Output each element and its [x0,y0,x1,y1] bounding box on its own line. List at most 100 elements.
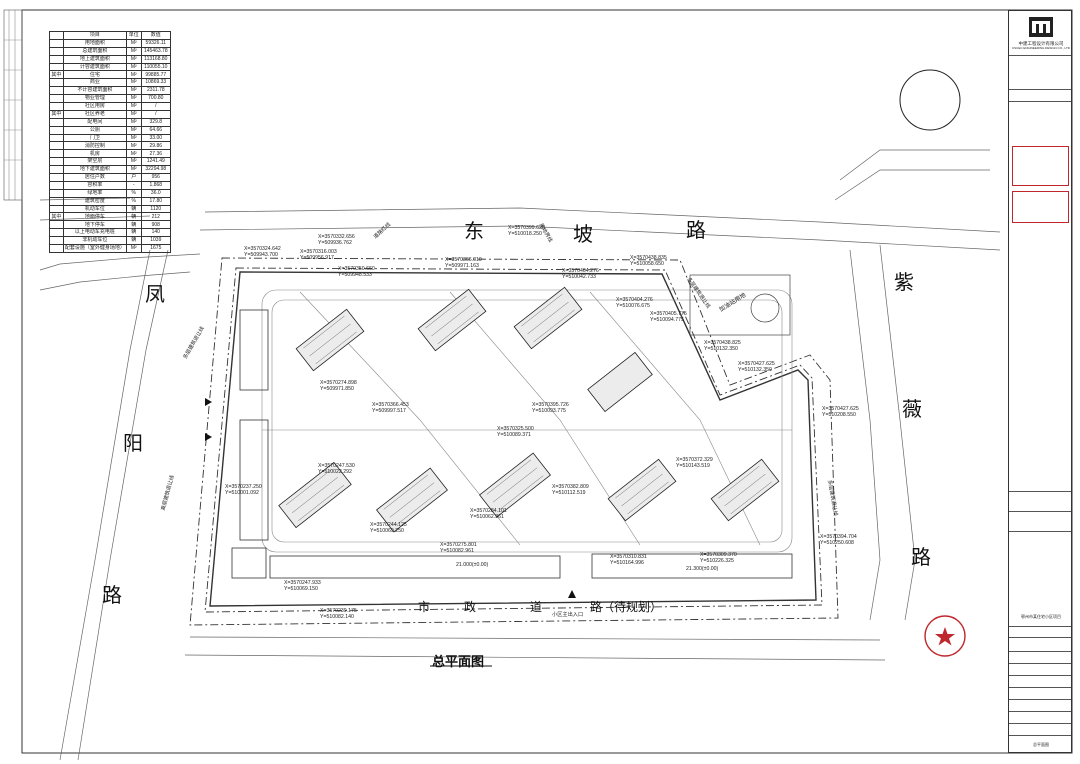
coord-label: X=3570316.003 Y=509956.917 [300,249,337,261]
econ-table-cell: 辆 [125,204,142,214]
red-stamp-box-2 [1012,191,1069,223]
coord-label: X=3570394.704 Y=510250.608 [820,534,857,546]
coord-label: X=3570310.831 Y=510164.996 [610,554,647,566]
econ-table-cell: 27.36 [140,149,172,159]
coord-label: X=3570237.250 Y=510001.092 [225,484,262,496]
econ-table-cell: 辆 [125,228,142,238]
coord-label: X=3570438.835 Y=510058.650 [630,255,667,267]
coord-label: X=3570395.726 Y=510093.775 [532,402,569,414]
econ-table-cell: M² [125,70,142,80]
coord-label: X=3570332.656 Y=509936.762 [318,234,355,246]
econ-table-cell: 辆 [125,212,142,222]
coord-label: X=3570427.625 Y=510132.350 [738,361,775,373]
road-west-char-2: 阳 [123,431,143,455]
econ-table-cell: 140 [140,228,172,238]
econ-table-cell: 2311.78 [140,86,172,96]
econ-table-cell: 物业管理 [62,94,127,104]
econ-table-cell: 机动车位 [62,204,127,214]
econ-table-cell: M² [125,46,142,56]
econ-table-cell: 908 [140,220,172,230]
econ-table-cell: 配套设施（室外健身场地） [62,244,127,253]
econ-table-cell: 架空层 [62,157,127,167]
road-north-char-3: 路 [686,218,706,242]
drawing-title: 总平面图 [432,655,485,670]
coord-label: X=3570247.530 Y=510022.292 [318,463,355,475]
econ-table-cell: 机房 [62,149,127,159]
econ-table-cell [49,165,64,175]
econ-table-cell [49,196,64,206]
econ-table-cell: 110055.10 [140,62,172,72]
econ-table-cell: 17.80 [140,196,172,206]
econ-table-cell: 其中 [49,212,64,222]
econ-table-cell: 社区用房 [62,102,127,111]
econ-table-cell: 配电间 [62,117,127,127]
coord-label: X=3570274.898 Y=509971.850 [320,380,357,392]
company-name-en: CSCEC ENGINEERING DESIGN CO., LTD [1012,46,1070,50]
south-entrance-label: 小区主出入口 [552,612,584,618]
econ-table-cell: 地面停车 [62,212,127,222]
coord-label: X=3570275.801 Y=510082.961 [440,542,477,554]
coord-label: X=3570438.825 Y=510132.350 [704,340,741,352]
coord-label: X=3570350.660 Y=509948.533 [338,266,375,278]
road-north-char-2: 坡 [573,222,593,246]
econ-table-cell: 其中 [49,70,64,80]
title-block-drawing-name: 总平面图 [1033,742,1049,747]
econ-table-cell: 其中 [49,109,64,119]
coord-label: X=3570247.933 Y=510069.150 [284,580,321,592]
econ-table-cell: 1039 [140,236,172,246]
econ-table-cell: 33.00 [140,133,172,143]
road-south-char-4: 路（待规划） [590,600,663,614]
coord-label: X=3570404.276 Y=510076.675 [616,297,653,309]
econ-table-cell: 商业 [62,78,127,88]
econ-table-cell [49,157,64,167]
coord-label: X=3570382.809 Y=510112.519 [552,484,589,496]
econ-table-cell [49,38,64,48]
econ-table-cell [49,117,64,127]
elevation-label-2: 21.300(±0.00) [686,566,719,572]
econ-table-cell [49,149,64,159]
coord-label: X=3570239.175 Y=510082.140 [320,608,357,620]
econ-table-cell: M² [125,117,142,127]
econ-table-cell: 36.0 [140,188,172,198]
road-east-char-3: 路 [911,545,931,569]
econ-table-cell [49,180,64,190]
road-west-char-1: 凤 [145,282,165,306]
econ-table-row: 绿地率%36.0 [49,188,172,198]
econ-table-cell: 居住户数 [62,173,127,182]
coord-label: X=3570325.500 Y=510089.371 [497,426,534,438]
coord-label: X=3570324.642 Y=509943.700 [244,246,281,258]
econ-table-cell: M² [125,86,142,96]
econ-table-cell: 1.868 [140,180,172,190]
econ-table-cell: 总建筑面积 [62,46,127,56]
coord-label: X=3570404.276 Y=510042.733 [562,268,599,280]
econ-table-cell: M² [125,157,142,167]
coord-label: X=3570427.625 Y=510208.550 [822,406,859,418]
econ-table-cell [49,188,64,198]
econ-table-cell: M² [125,244,142,253]
econ-table-cell: 用地面积 [62,38,127,48]
econ-table-cell: 212 [140,212,172,222]
coord-label: X=3570309.370 Y=510226.325 [700,552,737,564]
econ-table-cell: 辆 [125,236,142,246]
econ-table-cell: 329.8 [140,117,172,127]
econ-table-cell: 956 [140,173,172,182]
econ-table-row: 建筑密度%17.80 [49,196,172,206]
econ-table-cell: 1120 [140,204,172,214]
econ-table-header-cell: 单位 [125,31,142,40]
econ-table-header-cell [49,31,64,40]
red-stamp-box-1 [1012,146,1069,186]
